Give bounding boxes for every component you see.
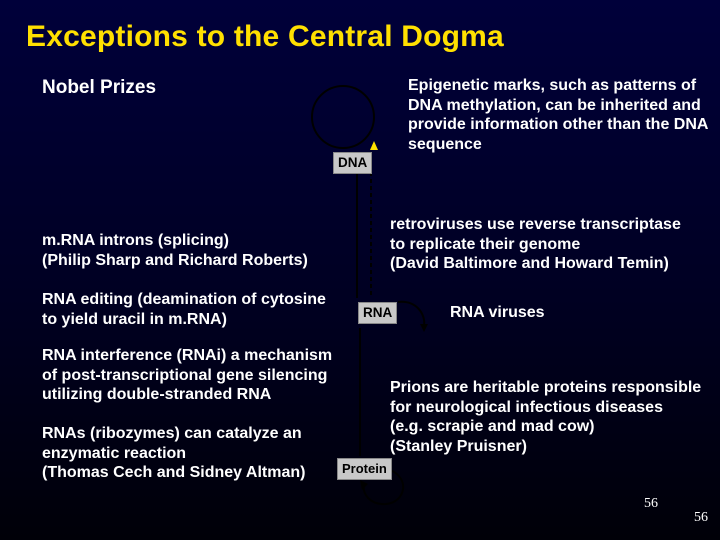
page-number-corner: 56 [694,510,708,525]
rnai-text: RNA interference (RNAi) a mechanism of p… [42,347,333,403]
slide-title: Exceptions to the Central Dogma [26,20,504,53]
epigenetic-text: Epigenetic marks, such as patterns of DN… [408,77,709,153]
dna-replication-loop [311,85,375,149]
dna-loop-arrowhead [370,141,378,150]
rna-loop-arrowhead [420,324,428,332]
prions-text: Prions are heritable proteins responsibl… [390,379,702,455]
rna-node: RNA [358,302,398,324]
protein-node: Protein [337,458,392,480]
nobel-prizes-heading: Nobel Prizes [42,77,157,98]
ribozymes-text: RNAs (ribozymes) can catalyze an enzymat… [42,425,306,481]
retrovirus-text: retroviruses use reverse transcriptase t… [390,216,681,272]
rna-editing-text: RNA editing (deamination of cytosine to … [42,291,326,328]
mrna-introns-text: m.RNA introns (splicing) (Philip Sharp a… [42,232,308,269]
protein-loop [362,469,405,506]
rna-replication-loop [397,300,426,327]
rna-viruses-text: RNA viruses [450,304,545,321]
page-number-main: 56 [644,496,658,511]
protein-loop-arrowhead [360,480,368,490]
dna-node: DNA [333,152,373,174]
